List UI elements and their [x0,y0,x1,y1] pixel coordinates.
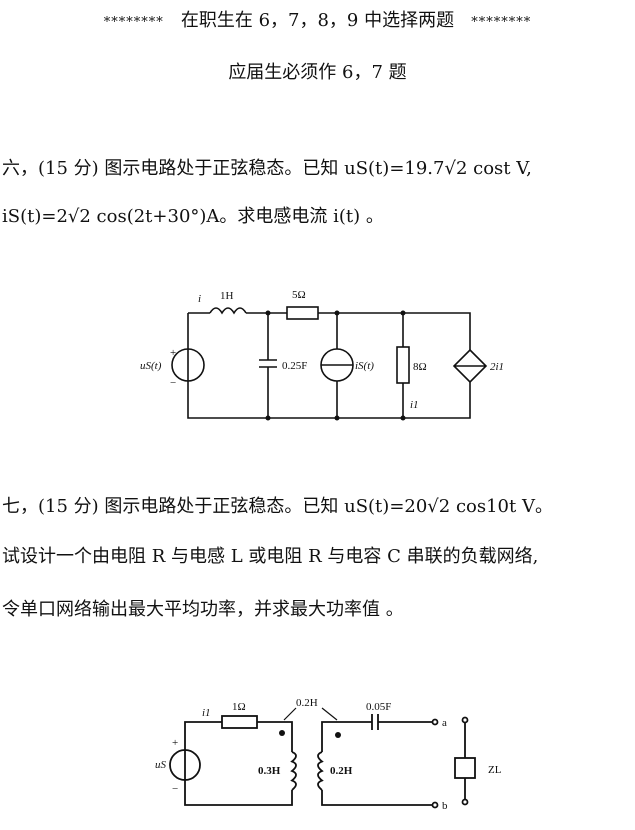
label-2i1: 2i1 [490,361,504,373]
label-minus-q7: − [172,783,178,795]
stars-left: ******** [103,15,164,30]
stars-right: ******** [471,15,532,30]
label-i1: i1 [410,399,419,411]
label-005f: 0.05F [366,701,391,713]
header-line: ******** 在职生在 6，7，8，9 中选择两题 ******** [0,6,635,32]
label-plus-q7: + [172,737,178,749]
label-b: b [442,800,448,812]
label-1ohm: 1Ω [232,701,246,713]
q6-line1: 六，(15 分) 图示电路处于正弦稳态。已知 uS(t)=19.7√2 cost… [2,158,532,179]
q7-line2: 试设计一个由电阻 R 与电感 L 或电阻 R 与电容 C 串联的负载网络, [2,546,539,567]
dependent-source [452,348,488,384]
label-a: a [442,717,447,729]
label-1h: 1H [220,290,234,302]
label-mutual: 0.2H [296,697,318,709]
label-8ohm: 8Ω [413,361,427,373]
header-title: 在职生在 6，7，8，9 中选择两题 [180,10,455,31]
label-03h: 0.3H [258,765,281,777]
wires-secondary [321,721,432,806]
capacitor-005f [371,714,379,730]
current-source-is [320,348,354,382]
wires-primary [184,721,293,806]
header-subtitle: 应届生必须作 6，7 题 [228,62,407,83]
label-02h: 0.2H [330,765,353,777]
resistor-8ohm [396,346,410,384]
label-025f: 0.25F [282,360,307,372]
label-us: uS(t) [140,360,162,372]
inductor-1h [209,307,247,315]
terminal-b [431,801,439,809]
terminal-a [431,718,439,726]
label-i1-q7: i1 [202,707,211,719]
circuit-q6 [171,306,488,421]
q6-line2: iS(t)=2√2 cos(2t+30°)A。求电感电流 i(t) 。 [2,206,384,227]
load-zl [454,757,476,779]
capacitor-025f [259,313,277,418]
label-minus: − [170,377,176,389]
label-plus: + [170,347,176,359]
label-is: iS(t) [355,360,374,372]
q7-line3: 令单口网络输出最大平均功率，并求最大功率值 。 [2,599,404,620]
label-zl: ZL [488,764,502,776]
circuit-q7 [169,707,476,809]
resistor-5ohm [286,306,319,320]
label-i: i [198,293,201,305]
inductor-secondary [317,751,324,791]
q7-line1: 七，(15 分) 图示电路处于正弦稳态。已知 uS(t)=20√2 cos10t… [2,496,553,517]
resistor-1ohm [221,715,258,729]
inductor-primary [290,751,297,791]
label-5ohm: 5Ω [292,289,306,301]
label-us-q7: uS [155,759,167,771]
